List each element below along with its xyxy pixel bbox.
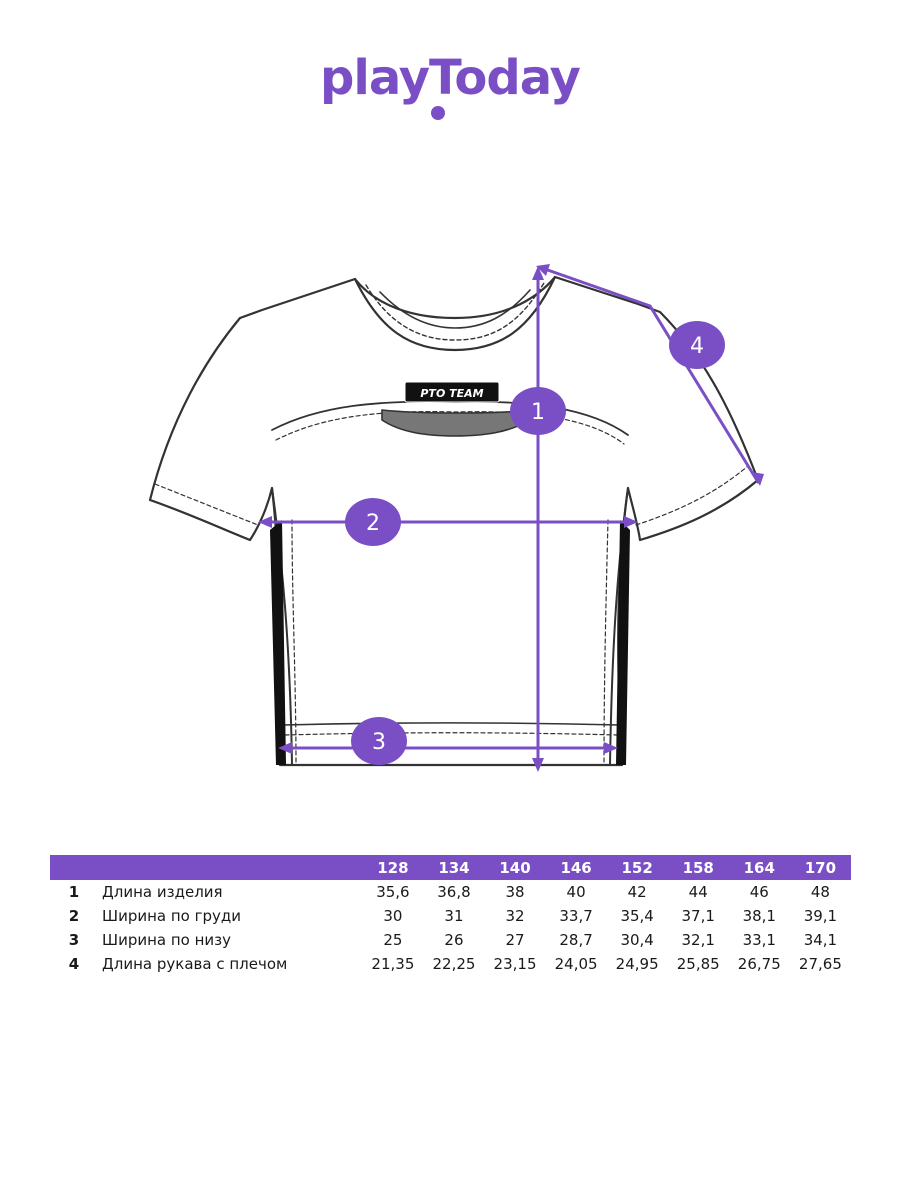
cell-value: 24,05: [554, 955, 598, 973]
cell-value: 32,1: [681, 931, 715, 949]
cell-value: 31: [444, 907, 464, 925]
cell-value: 37,1: [681, 907, 715, 925]
cell-value: 24,95: [615, 955, 659, 973]
table-row: 4 Длина рукава с плечом 21,35 22,25 23,1…: [50, 952, 851, 976]
cell-value: 46: [749, 883, 769, 901]
row-label: Ширина по груди: [102, 907, 242, 925]
svg-text:1: 1: [531, 400, 545, 425]
cell-value: 30: [383, 907, 403, 925]
cell-value: 48: [810, 883, 830, 901]
svg-text:2: 2: [366, 511, 380, 536]
cell-value: 23,15: [493, 955, 537, 973]
header-blank-label: [98, 855, 362, 880]
row-number: 2: [68, 907, 80, 925]
cell-value: 30,4: [620, 931, 654, 949]
cell-value: 25,85: [676, 955, 720, 973]
cell-value: 38: [505, 883, 525, 901]
row-number: 4: [68, 955, 80, 973]
measure-line-sleeve: [540, 266, 760, 484]
cell-value: 32: [505, 907, 525, 925]
print-label-text: PTO TEAM: [420, 387, 483, 400]
brand-name: playToday: [320, 50, 581, 106]
table-row: 3 Ширина по низу 25 26 27 28,7 30,4 32,1…: [50, 928, 851, 952]
size-header: 128: [377, 858, 409, 877]
row-number: 3: [68, 931, 80, 949]
badge-1: 1: [510, 387, 566, 435]
cell-value: 38,1: [742, 907, 776, 925]
size-header-row: 128 134 140 146 152 158 164 170: [50, 855, 851, 880]
cell-value: 44: [688, 883, 708, 901]
cell-value: 35,6: [376, 883, 410, 901]
badge-2: 2: [345, 498, 401, 546]
size-header: 152: [621, 858, 653, 877]
svg-text:4: 4: [690, 334, 704, 359]
size-header: 146: [560, 858, 592, 877]
size-chart-table: 128 134 140 146 152 158 164 170 1 Длина …: [50, 855, 851, 976]
chest-cutout: [381, 409, 531, 437]
badge-3: 3: [351, 717, 407, 765]
header-blank: [50, 855, 98, 880]
cell-value: 28,7: [559, 931, 593, 949]
cell-value: 27: [505, 931, 525, 949]
size-header: 170: [804, 858, 837, 877]
cell-value: 42: [627, 883, 647, 901]
svg-text:3: 3: [372, 730, 386, 755]
row-label: Длина рукава с плечом: [102, 955, 288, 973]
size-header: 140: [499, 858, 531, 877]
cell-value: 36,8: [437, 883, 471, 901]
side-stripe-left: [270, 520, 286, 765]
brand-logo: playToday: [0, 50, 900, 106]
cell-value: 22,25: [432, 955, 476, 973]
table-row: 2 Ширина по груди 30 31 32 33,7 35,4 37,…: [50, 904, 851, 928]
cell-value: 34,1: [803, 931, 838, 949]
cell-value: 33,7: [559, 907, 593, 925]
table-row: 1 Длина изделия 35,6 36,8 38 40 42 44 46…: [50, 880, 851, 904]
side-stripe-right: [616, 520, 630, 765]
size-header: 134: [438, 858, 470, 877]
badge-4: 4: [669, 321, 725, 369]
size-header: 164: [743, 858, 775, 877]
size-header: 158: [682, 858, 714, 877]
print-label-box: [404, 381, 500, 403]
cell-value: 25: [383, 931, 403, 949]
logo-dot-mark: [431, 106, 445, 120]
cell-value: 26,75: [737, 955, 781, 973]
cell-value: 39,1: [803, 907, 838, 925]
cell-value: 35,4: [620, 907, 654, 925]
cell-value: 21,35: [371, 955, 415, 973]
cell-value: 40: [566, 883, 586, 901]
cell-value: 26: [444, 931, 464, 949]
row-number: 1: [68, 883, 80, 901]
tshirt-measurement-diagram: PTO TEAM 1 2 3 4: [148, 264, 764, 772]
row-label: Ширина по низу: [102, 931, 232, 949]
cell-value: 27,65: [798, 955, 842, 973]
cell-value: 33,1: [742, 931, 776, 949]
row-label: Длина изделия: [102, 883, 223, 901]
collar-outer: [353, 275, 557, 352]
